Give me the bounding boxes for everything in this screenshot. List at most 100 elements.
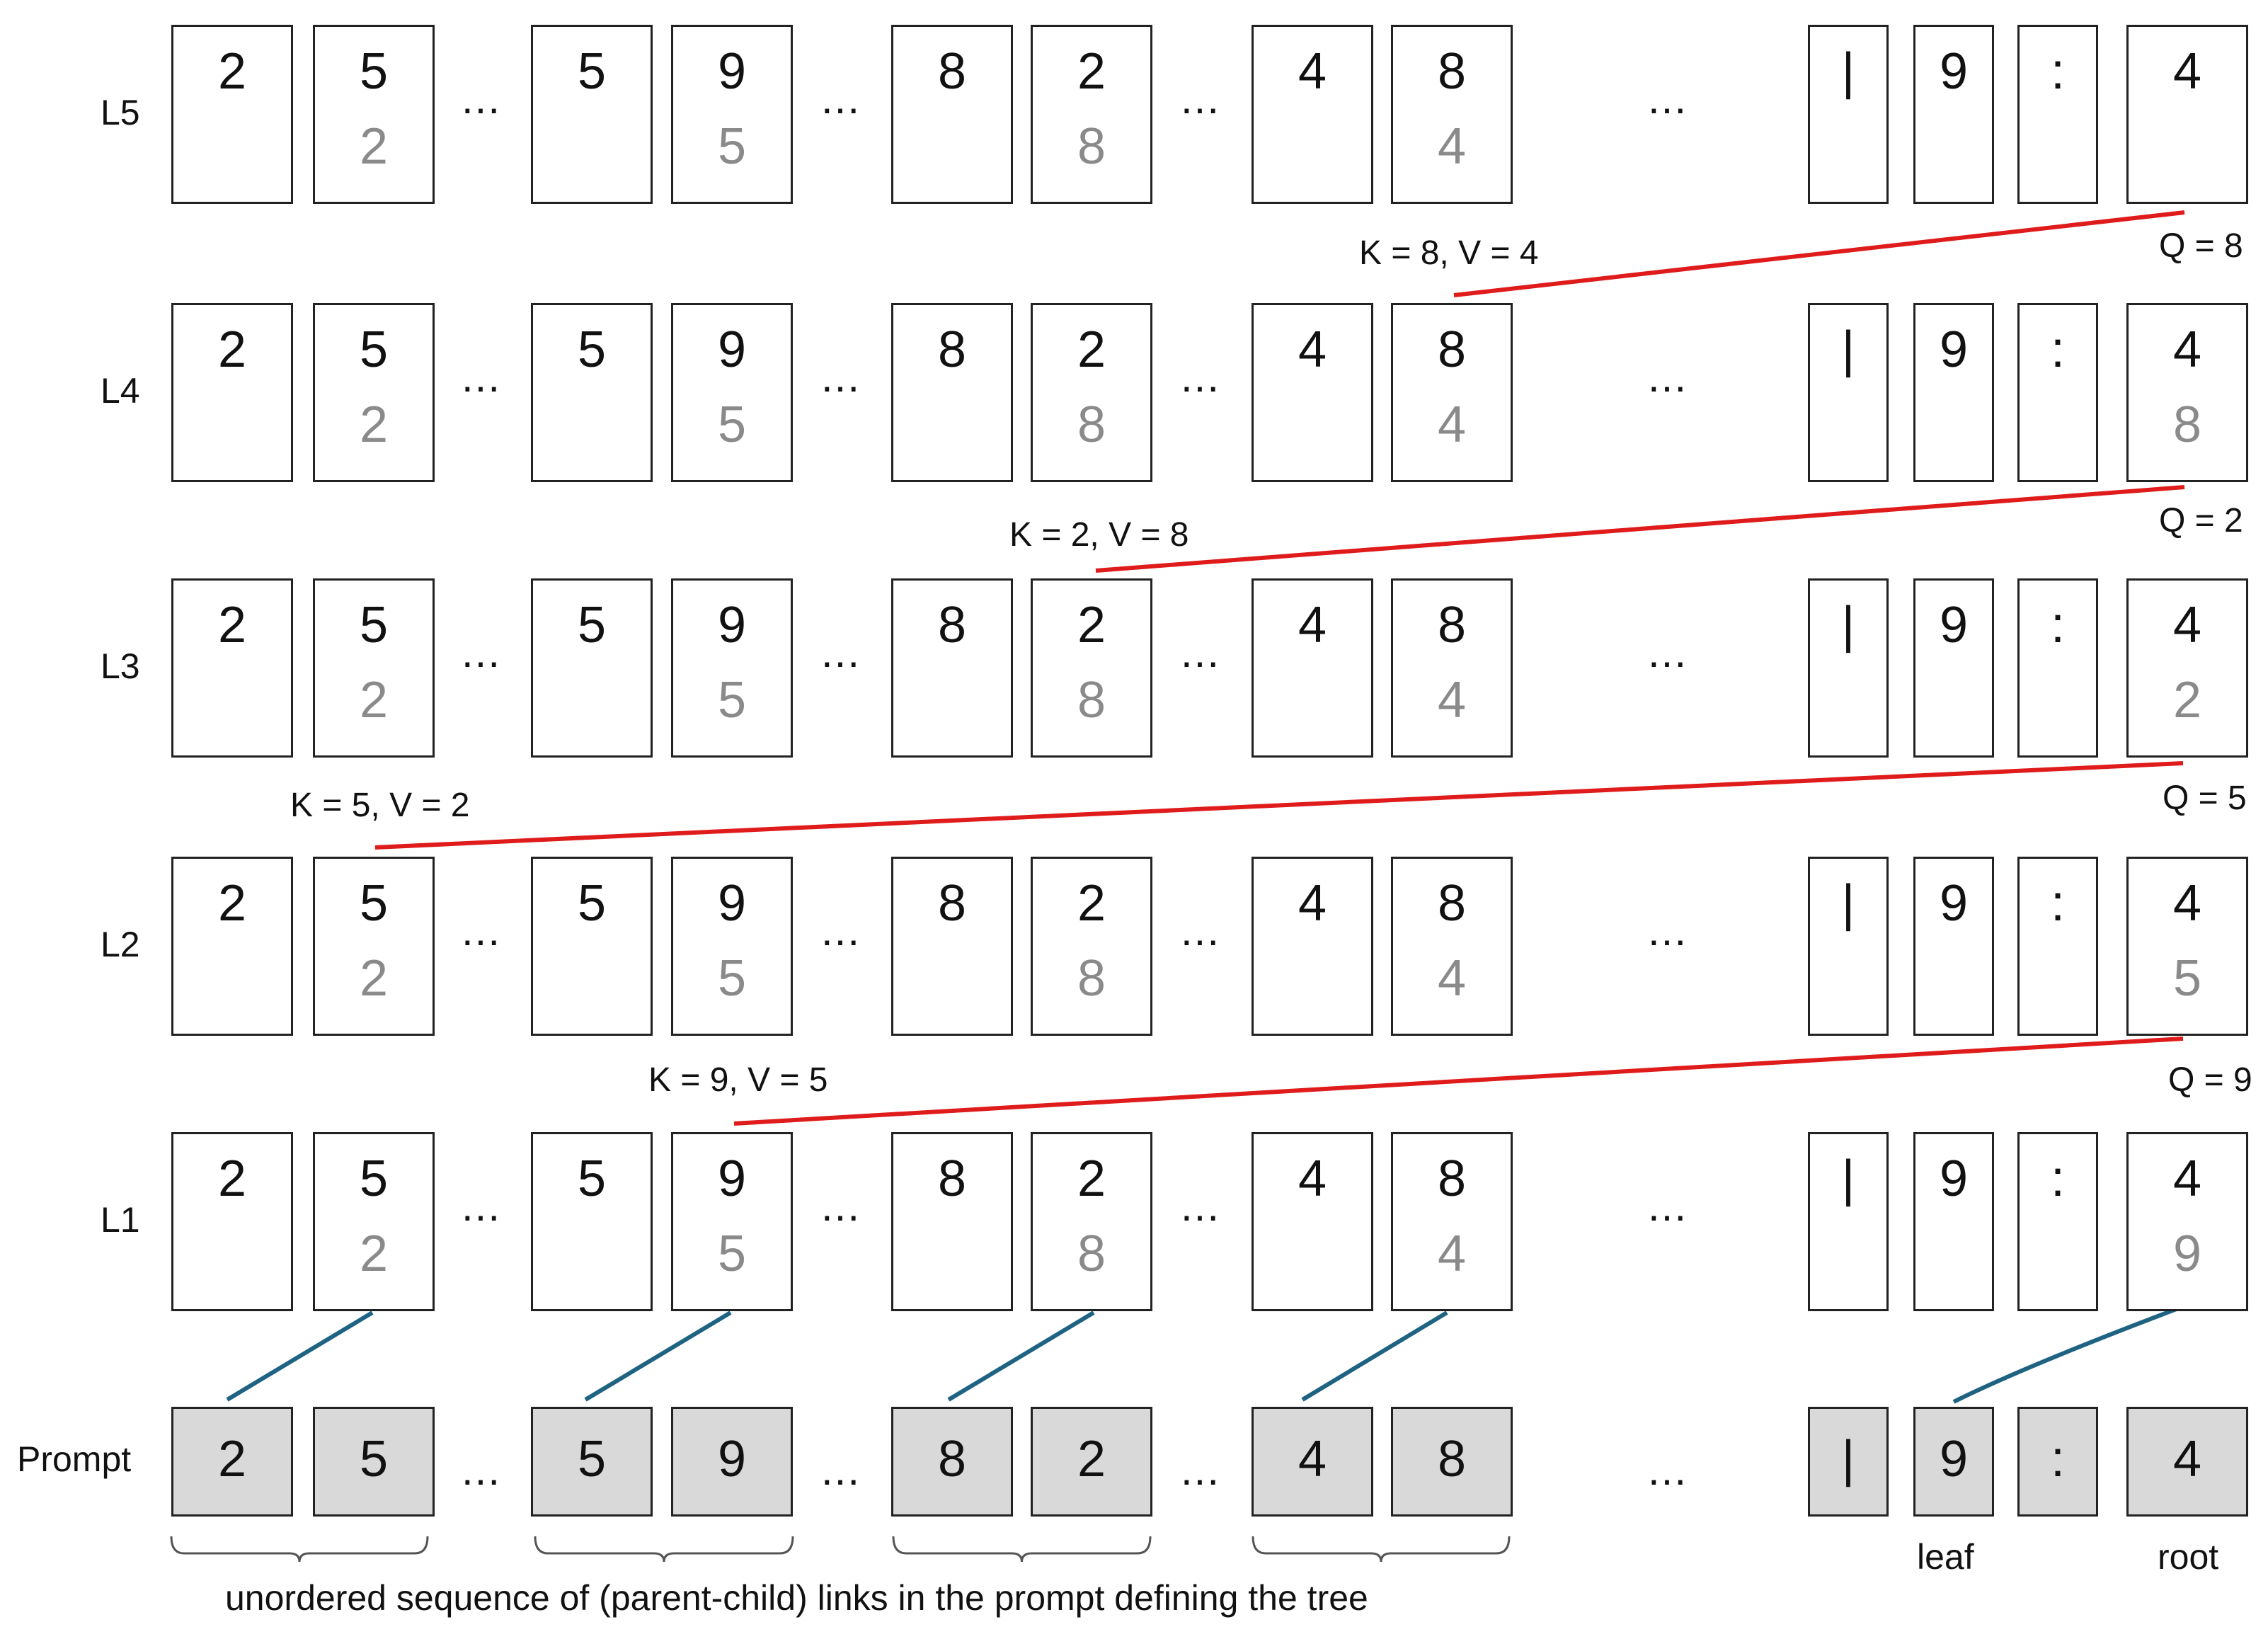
copy-line xyxy=(1301,1310,1448,1402)
token-cell: 2 xyxy=(171,578,293,758)
ellipsis: ... xyxy=(462,75,502,122)
token-text: 9 xyxy=(1939,1150,1969,1207)
prompt-token-cell: 2 xyxy=(171,1407,293,1517)
value-text: 5 xyxy=(717,672,747,729)
token-cell: 2 xyxy=(171,1132,293,1311)
prompt-token-text: 2 xyxy=(1077,1431,1106,1487)
query-label: Q = 5 xyxy=(2163,779,2247,817)
prompt-token-cell: : xyxy=(2017,1407,2098,1517)
token-text: 5 xyxy=(577,321,607,378)
value-text: 5 xyxy=(717,118,747,175)
prompt-token-cell: 8 xyxy=(1391,1407,1513,1517)
token-text: 4 xyxy=(2172,43,2202,100)
ellipsis: ... xyxy=(1648,1446,1688,1494)
token-text: 8 xyxy=(937,43,967,100)
token-text: 9 xyxy=(717,321,747,378)
token-text: 4 xyxy=(1298,597,1327,653)
token-text: 9 xyxy=(717,597,747,653)
ellipsis: ... xyxy=(1181,1182,1221,1230)
token-cell: 2 xyxy=(171,303,293,482)
token-cell: 5 xyxy=(531,25,653,204)
token-text: 9 xyxy=(717,1150,747,1207)
ellipsis: ... xyxy=(821,629,861,676)
token-text: 4 xyxy=(2172,875,2202,932)
layer-label: L2 xyxy=(101,925,140,964)
root-label: root xyxy=(2158,1537,2219,1577)
query-label: Q = 2 xyxy=(2159,502,2243,539)
prompt-label: Prompt xyxy=(17,1439,132,1479)
token-text: 8 xyxy=(1437,321,1467,378)
token-text: : xyxy=(2050,875,2065,932)
token-text: 9 xyxy=(717,875,747,932)
attention-line xyxy=(1095,485,2185,573)
layer-label: L3 xyxy=(101,646,140,686)
token-text: 8 xyxy=(937,321,967,378)
value-text: 8 xyxy=(1077,1226,1106,1282)
prompt-token-text: 4 xyxy=(1298,1431,1327,1487)
ellipsis: ... xyxy=(1648,353,1688,401)
ellipsis: ... xyxy=(821,1446,861,1494)
token-text: 2 xyxy=(217,875,247,932)
prompt-token-cell: | xyxy=(1808,1407,1889,1517)
ellipsis: ... xyxy=(1648,907,1688,954)
token-cell: 4 xyxy=(1252,303,1373,482)
copy-line xyxy=(1952,1306,2182,1404)
diagram-caption: unordered sequence of (parent-child) lin… xyxy=(225,1578,1368,1618)
copy-line xyxy=(947,1310,1095,1402)
token-cell: | xyxy=(1808,1132,1889,1311)
copy-line xyxy=(584,1310,732,1402)
token-cell: 8 xyxy=(891,1132,1013,1311)
token-text: 2 xyxy=(1077,1150,1106,1207)
token-cell: 9 xyxy=(1913,857,1994,1036)
token-cell: | xyxy=(1808,857,1889,1036)
value-text: 9 xyxy=(2172,1226,2202,1282)
attention-line xyxy=(733,1036,2184,1126)
prompt-token-text: 8 xyxy=(1437,1431,1467,1487)
value-text: 5 xyxy=(717,950,747,1007)
token-text: | xyxy=(1841,597,1855,653)
prompt-token-cell: 2 xyxy=(1031,1407,1152,1517)
token-text: 4 xyxy=(1298,1150,1327,1207)
ellipsis: ... xyxy=(821,353,861,401)
token-cell: 8 xyxy=(891,25,1013,204)
token-text: 2 xyxy=(217,43,247,100)
token-text: 2 xyxy=(1077,875,1106,932)
token-text: 5 xyxy=(577,875,607,932)
value-text: 5 xyxy=(2172,950,2202,1007)
kv-label: K = 5, V = 2 xyxy=(290,787,470,824)
token-text: 2 xyxy=(1077,321,1106,378)
token-text: 5 xyxy=(577,1150,607,1207)
value-text: 4 xyxy=(1437,1226,1467,1282)
token-text: 4 xyxy=(2172,597,2202,653)
value-text: 4 xyxy=(1437,396,1467,453)
prompt-token-cell: 4 xyxy=(1252,1407,1373,1517)
token-text: 8 xyxy=(1437,875,1467,932)
token-text: 9 xyxy=(1939,321,1969,378)
token-text: 8 xyxy=(937,1150,967,1207)
token-cell: 9 xyxy=(1913,578,1994,758)
token-cell: 5 xyxy=(531,303,653,482)
value-text: 2 xyxy=(359,950,389,1007)
query-label: Q = 9 xyxy=(2168,1061,2252,1099)
token-text: 8 xyxy=(937,875,967,932)
layer-label: L4 xyxy=(101,371,140,411)
token-text: 5 xyxy=(359,597,389,653)
token-cell: | xyxy=(1808,303,1889,482)
ellipsis: ... xyxy=(1648,629,1688,676)
prompt-token-cell: 5 xyxy=(313,1407,435,1517)
token-cell: : xyxy=(2017,1132,2098,1311)
token-text: 4 xyxy=(1298,43,1327,100)
token-text: | xyxy=(1841,1150,1855,1207)
